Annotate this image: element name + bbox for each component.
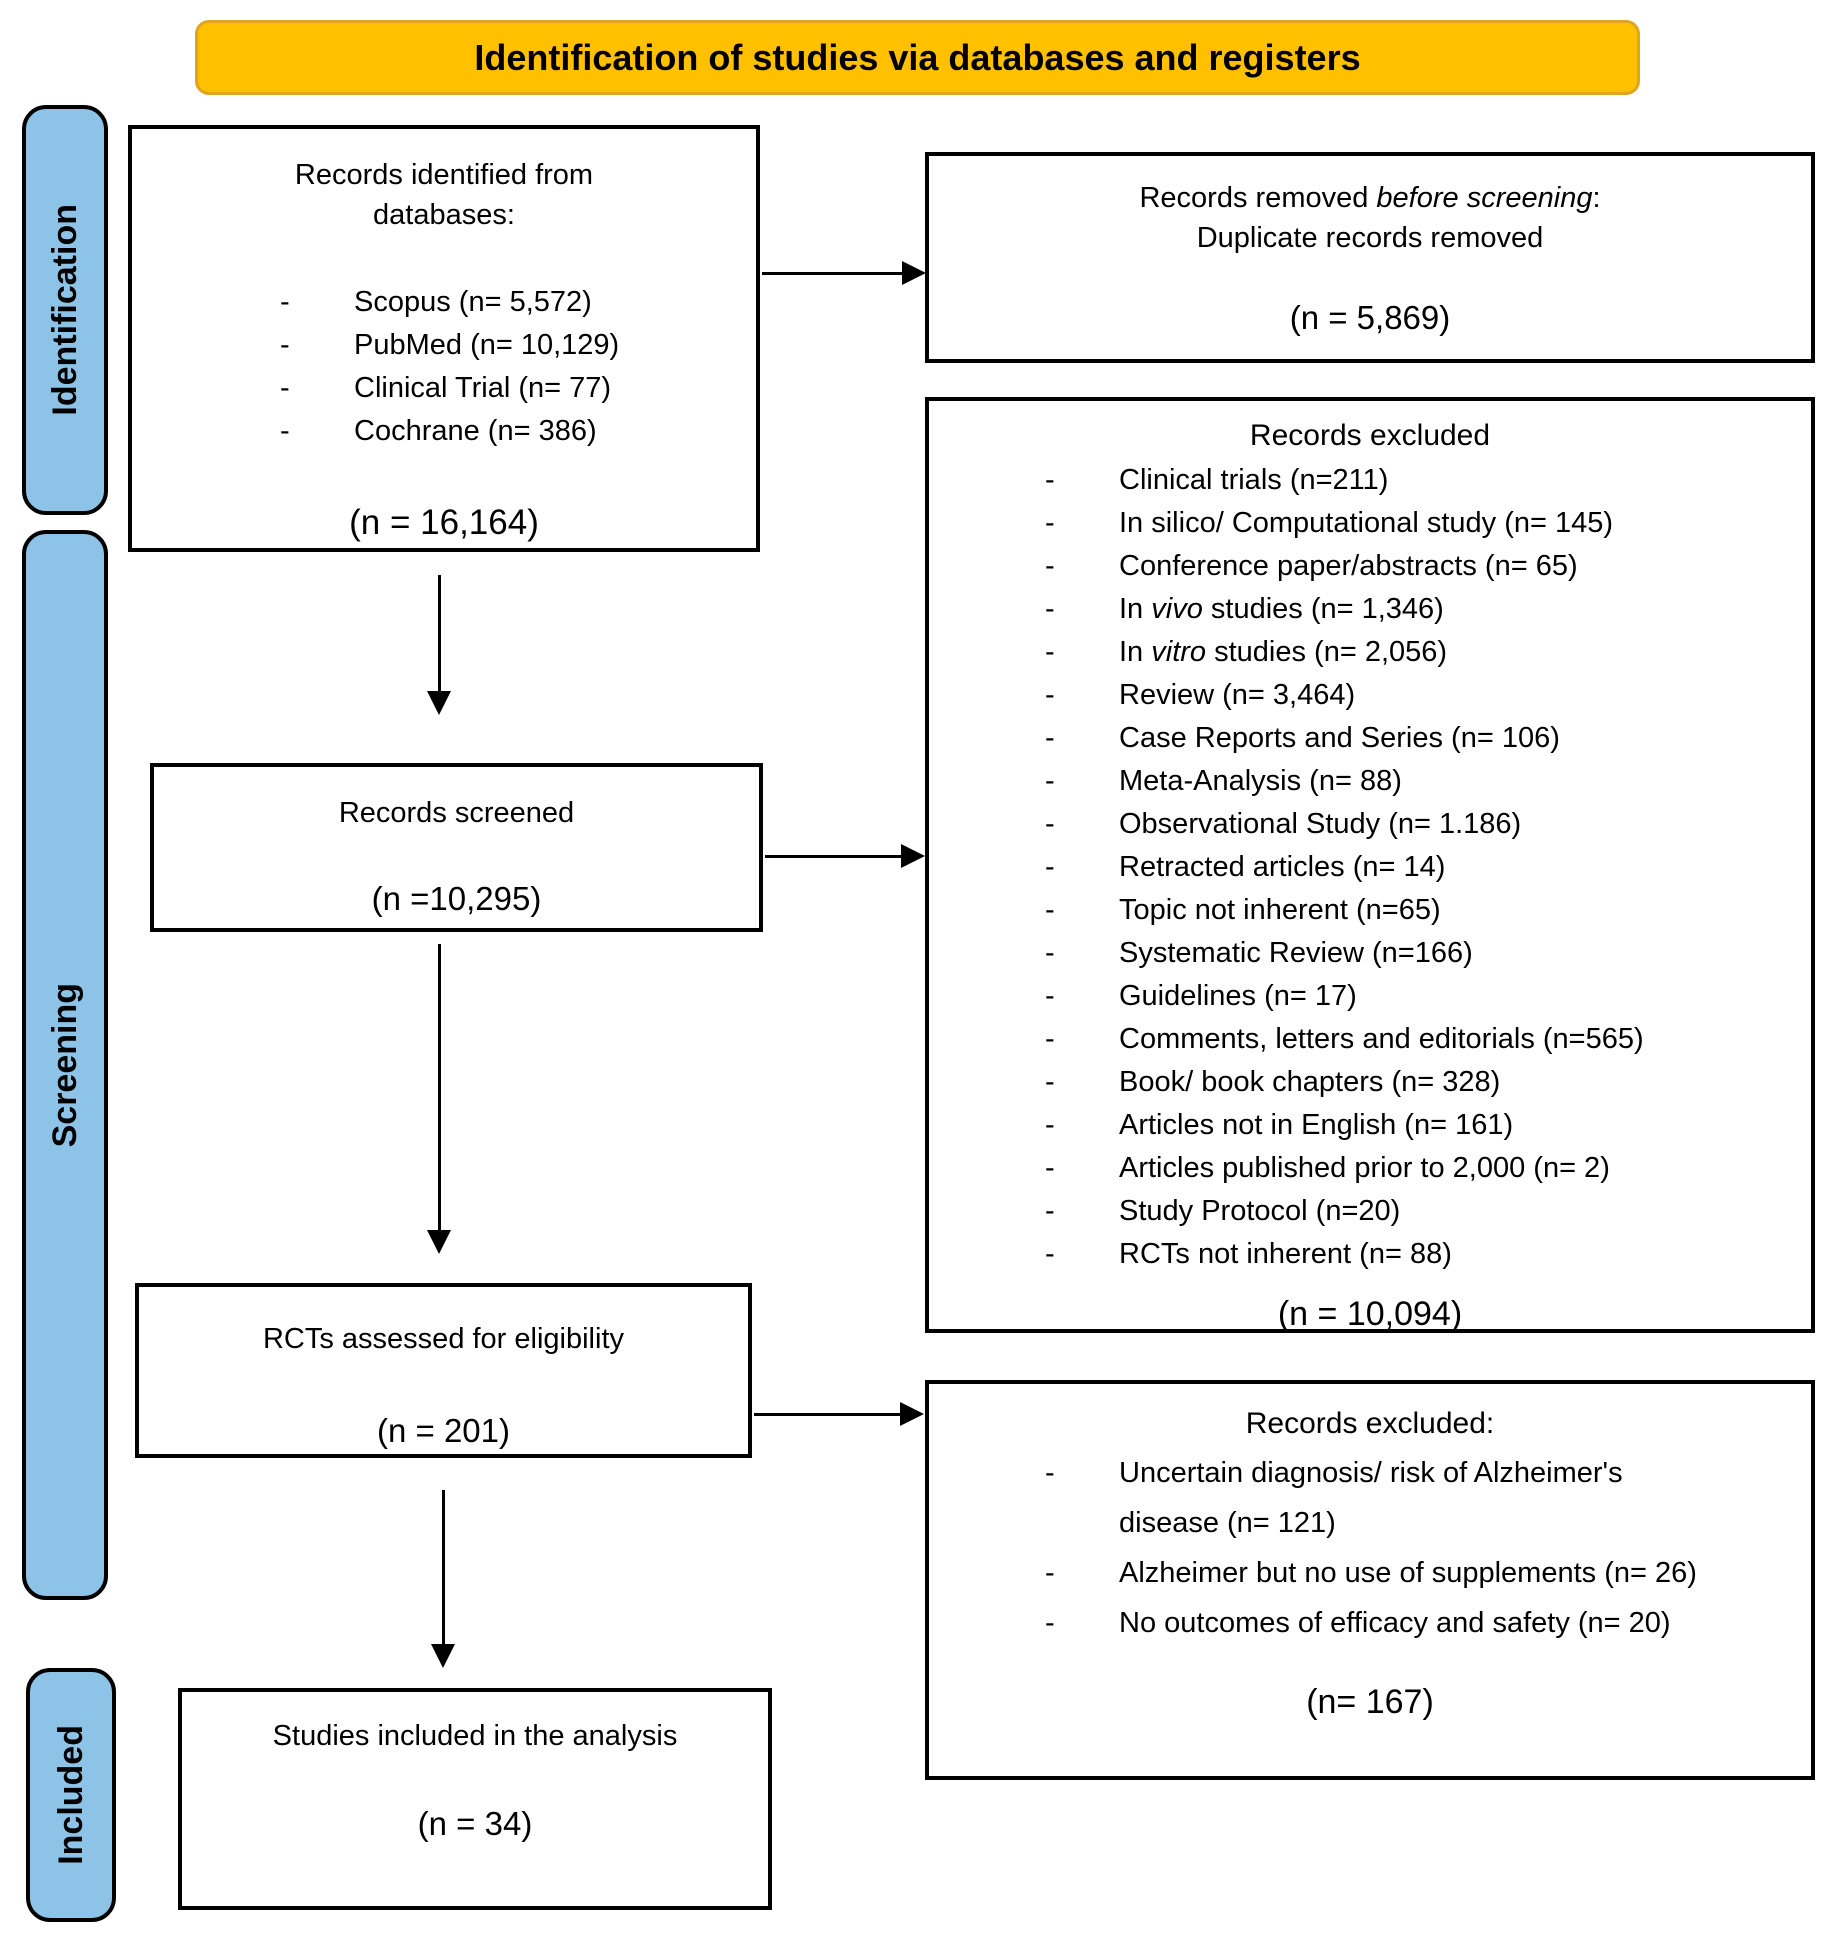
dash-bullet: - [1045, 1457, 1055, 1489]
dash-bullet: - [280, 329, 290, 361]
box-records-removed-before-screening: Records removed before screening: Duplic… [925, 152, 1815, 363]
records-excluded2-title: Records excluded: [1245, 1407, 1495, 1440]
records-identified-list: - Scopus (n= 5,572) - PubMed (n= 10,129)… [132, 281, 756, 453]
dash-bullet: - [1045, 722, 1055, 754]
stage-screening: Screening [22, 530, 108, 1600]
dash-bullet: - [1045, 1238, 1055, 1270]
records-excluded-list: - Clinical trials (n=211) - In silico/ C… [929, 459, 1811, 1276]
stage-identification: Identification [22, 105, 108, 515]
dash-bullet: - [1045, 851, 1055, 883]
list-item: - Clinical Trial (n= 77) [280, 367, 756, 410]
list-item: - Guidelines (n= 17) [1045, 975, 1781, 1018]
dash-bullet: - [1045, 464, 1055, 496]
records-identified-title: Records identified from databases: [294, 159, 594, 231]
list-item: - Clinical trials (n=211) [1045, 459, 1781, 502]
dash-bullet: - [1045, 980, 1055, 1012]
list-item: - Book/ book chapters (n= 328) [1045, 1061, 1781, 1104]
stage-identification-label: Identification [45, 204, 84, 416]
dash-bullet: - [1045, 593, 1055, 625]
records-excluded-title: Records excluded [1249, 419, 1491, 452]
list-item: - Study Protocol (n=20) [1045, 1190, 1781, 1233]
arrow-identified-to-removed [762, 261, 926, 285]
list-item: - Comments, letters and editorials (n=56… [1045, 1018, 1781, 1061]
list-item: - Conference paper/abstracts (n= 65) [1045, 545, 1781, 588]
records-removed-subtitle: Duplicate records removed [1196, 222, 1544, 254]
dash-bullet: - [1045, 1152, 1055, 1184]
dash-bullet: - [1045, 1109, 1055, 1141]
stage-included-label: Included [51, 1725, 90, 1865]
dash-bullet: - [280, 415, 290, 447]
box-records-screened: Records screened (n =10,295) [150, 763, 763, 932]
dash-bullet: - [1045, 894, 1055, 926]
stage-screening-label: Screening [45, 982, 84, 1148]
dash-bullet: - [1045, 937, 1055, 969]
list-item: - Meta-Analysis (n= 88) [1045, 760, 1781, 803]
list-item: - Scopus (n= 5,572) [280, 281, 756, 324]
list-item: - Case Reports and Series (n= 106) [1045, 717, 1781, 760]
stage-included: Included [26, 1668, 116, 1922]
list-item: - In silico/ Computational study (n= 145… [1045, 502, 1781, 545]
dash-bullet: - [1045, 765, 1055, 797]
arrow-identified-to-screened [427, 575, 451, 715]
dash-bullet: - [1045, 1557, 1055, 1589]
arrow-assessed-to-excluded [754, 1402, 924, 1426]
list-item: - Articles not in English (n= 161) [1045, 1104, 1781, 1147]
dash-bullet: - [1045, 1607, 1055, 1639]
list-item: - Topic not inherent (n=65) [1045, 889, 1781, 932]
list-item: - In vitro studies (n= 2,056) [1045, 631, 1781, 674]
banner-identification-via-databases: Identification of studies via databases … [195, 20, 1640, 95]
list-item: - Uncertain diagnosis/ risk of Alzheimer… [1045, 1448, 1711, 1548]
list-item: - In vivo studies (n= 1,346) [1045, 588, 1781, 631]
dash-bullet: - [1045, 1195, 1055, 1227]
list-item: - Alzheimer but no use of supplements (n… [1045, 1548, 1711, 1598]
list-item: - Articles published prior to 2,000 (n= … [1045, 1147, 1781, 1190]
list-item: - Retracted articles (n= 14) [1045, 846, 1781, 889]
dash-bullet: - [1045, 550, 1055, 582]
dash-bullet: - [1045, 808, 1055, 840]
dash-bullet: - [280, 286, 290, 318]
records-screened-total: (n =10,295) [371, 880, 542, 917]
list-item: - Cochrane (n= 386) [280, 410, 756, 453]
records-removed-title: Records removed before screening: [1139, 182, 1601, 214]
dash-bullet: - [280, 372, 290, 404]
box-records-excluded-eligibility: Records excluded: - Uncertain diagnosis/… [925, 1380, 1815, 1780]
records-excluded2-list: - Uncertain diagnosis/ risk of Alzheimer… [929, 1448, 1811, 1648]
box-rcts-assessed: RCTs assessed for eligibility (n = 201) [135, 1283, 752, 1458]
studies-included-total: (n = 34) [417, 1805, 533, 1842]
arrow-screened-to-assessed [427, 944, 451, 1254]
banner-title: Identification of studies via databases … [474, 36, 1361, 78]
records-identified-total: (n = 16,164) [349, 503, 539, 542]
list-item: - PubMed (n= 10,129) [280, 324, 756, 367]
dash-bullet: - [1045, 507, 1055, 539]
arrow-screened-to-excluded [765, 844, 925, 868]
box-records-excluded-screening: Records excluded - Clinical trials (n=21… [925, 397, 1815, 1333]
list-item: - RCTs not inherent (n= 88) [1045, 1233, 1781, 1276]
list-item: - Observational Study (n= 1.186) [1045, 803, 1781, 846]
studies-included-title: Studies included in the analysis [272, 1720, 678, 1752]
arrow-assessed-to-included [431, 1490, 455, 1668]
box-studies-included: Studies included in the analysis (n = 34… [178, 1688, 772, 1910]
rcts-assessed-title: RCTs assessed for eligibility [262, 1323, 624, 1355]
records-removed-total: (n = 5,869) [1289, 299, 1451, 336]
list-item: - Systematic Review (n=166) [1045, 932, 1781, 975]
list-item: - Review (n= 3,464) [1045, 674, 1781, 717]
box-records-identified: Records identified from databases: - Sco… [128, 125, 760, 552]
records-excluded-total: (n = 10,094) [1277, 1295, 1463, 1333]
dash-bullet: - [1045, 1066, 1055, 1098]
records-screened-title: Records screened [338, 797, 575, 829]
rcts-assessed-total: (n = 201) [377, 1412, 510, 1449]
dash-bullet: - [1045, 636, 1055, 668]
dash-bullet: - [1045, 1023, 1055, 1055]
dash-bullet: - [1045, 679, 1055, 711]
list-item: - No outcomes of efficacy and safety (n=… [1045, 1598, 1711, 1648]
records-excluded2-total: (n= 167) [1306, 1683, 1434, 1721]
